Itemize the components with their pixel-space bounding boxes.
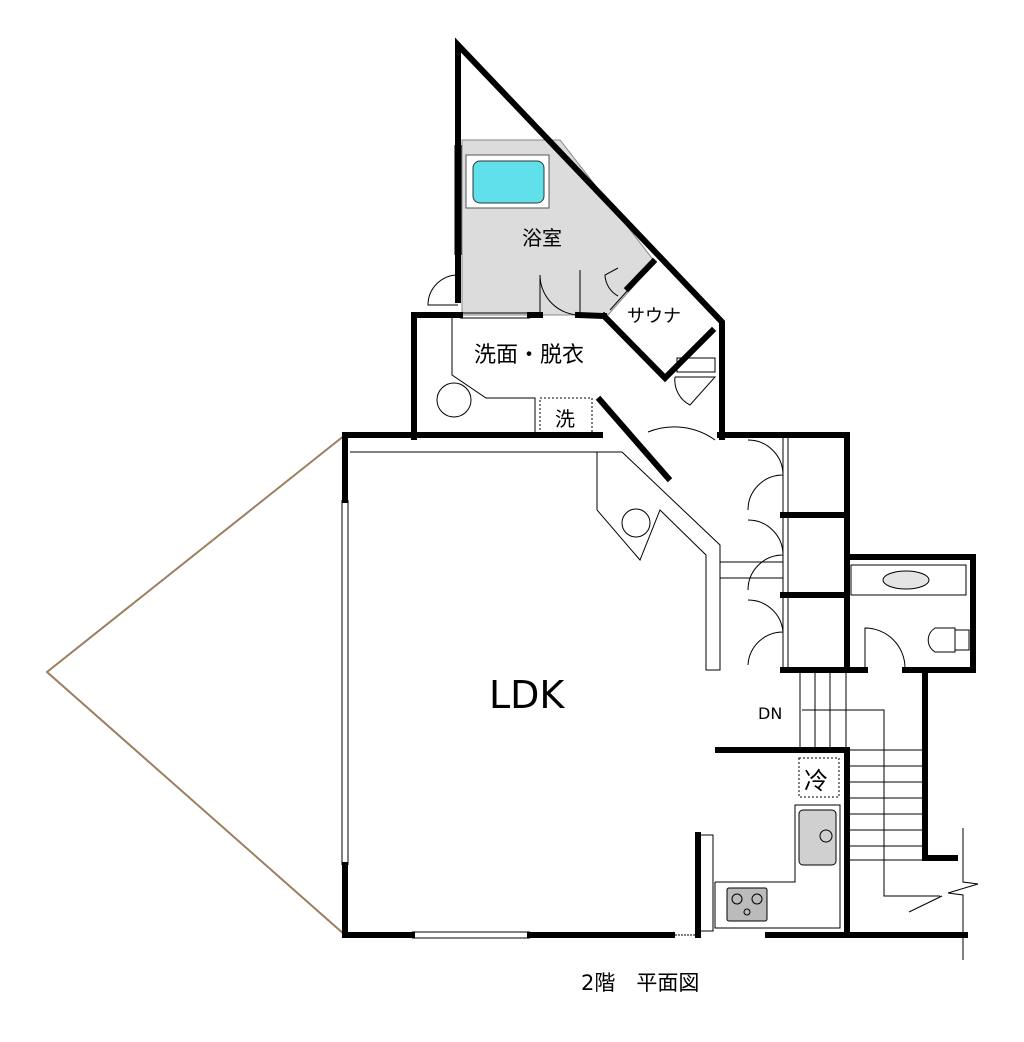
toilet-wall: [844, 554, 976, 673]
fridge-label: 冷: [804, 767, 828, 795]
stove: [726, 887, 768, 922]
room-label-washroom: 洗面・脱衣: [474, 343, 584, 368]
bathtub-water: [472, 160, 545, 204]
fridge-box: [798, 757, 840, 798]
room-label-ldk: LDK: [489, 673, 565, 717]
sauna-wall: [623, 257, 658, 293]
bath-wall: [455, 37, 725, 440]
room-label-sauna: サウナ: [627, 306, 681, 327]
closet-wall: [780, 432, 850, 673]
sink: [798, 809, 837, 866]
washer-label: 洗: [555, 407, 575, 431]
balcony-outline: [45, 434, 346, 936]
plan-title: 2階 平面図: [581, 971, 699, 995]
sauna-wall-2: [599, 311, 717, 383]
washroom-wall: [411, 312, 463, 440]
stairs: [799, 672, 979, 960]
kitchen-wall: [715, 747, 850, 938]
toilet-sink: [882, 570, 930, 590]
bath-door: [539, 270, 581, 316]
toilet-icon: [954, 629, 970, 651]
stairs-direction-label: DN: [758, 704, 782, 723]
room-label-bath: 浴室: [522, 226, 562, 250]
